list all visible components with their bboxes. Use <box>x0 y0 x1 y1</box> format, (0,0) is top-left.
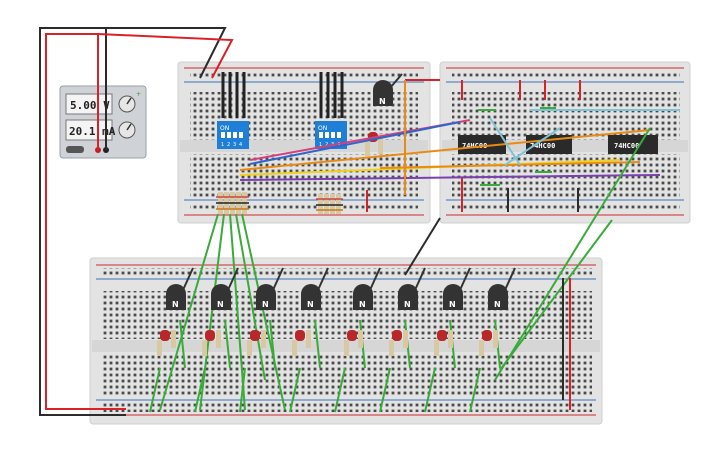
voltage-display: 5.00 V <box>70 99 110 112</box>
power-supply[interactable]: 5.00 V 20.1 mA + <box>59 85 147 159</box>
transistor-label: N <box>379 97 386 106</box>
current-display: 20.1 mA <box>69 125 116 138</box>
dip-on-label: ON <box>220 125 229 132</box>
transistor[interactable]: N <box>256 267 284 310</box>
led[interactable] <box>389 330 408 356</box>
dip-num: 1 <box>221 142 224 148</box>
ic-chip-3[interactable]: 74HC00 <box>608 135 658 154</box>
breadboard-top-left[interactable] <box>177 61 431 224</box>
transistor-label: N <box>307 300 314 309</box>
power-switch[interactable] <box>66 146 84 153</box>
dip-on-label: ON <box>318 125 327 132</box>
ic-label: 74HC00 <box>614 142 639 150</box>
header-pins-left <box>221 72 246 118</box>
led[interactable] <box>247 330 266 356</box>
transistor[interactable]: N <box>443 267 471 310</box>
dip-switch-1[interactable]: ON 1 2 3 4 <box>217 121 249 149</box>
transistor-label: N <box>449 300 456 309</box>
dip-num: 1 <box>319 142 322 148</box>
transistor[interactable]: N <box>353 267 381 310</box>
led-resistor-row[interactable] <box>157 330 498 356</box>
transistor-label: N <box>494 300 501 309</box>
led[interactable] <box>344 330 363 356</box>
ic-chip-1[interactable]: 74HC00 <box>458 135 506 154</box>
power-wires[interactable] <box>39 27 234 416</box>
led[interactable] <box>202 330 221 356</box>
led[interactable] <box>157 330 176 356</box>
transistor[interactable]: N <box>301 267 329 310</box>
ic-label: 74HC00 <box>530 142 555 150</box>
knob-plus-label: + <box>136 91 141 98</box>
transistor-label: N <box>217 300 224 309</box>
transistor[interactable]: N <box>166 267 194 310</box>
transistor-label: N <box>262 300 269 309</box>
transistor[interactable]: N <box>398 267 426 310</box>
dip-num: 4 <box>239 142 242 148</box>
led[interactable] <box>292 330 311 356</box>
dip-num: 2 <box>325 142 328 148</box>
resistor-array-right[interactable] <box>316 194 343 214</box>
header-pins-right <box>319 72 344 118</box>
dip-num: 2 <box>227 142 230 148</box>
led[interactable] <box>434 330 453 356</box>
transistor-row[interactable]: N N N N N N N <box>166 267 516 310</box>
led[interactable] <box>479 330 498 356</box>
transistor[interactable]: N <box>488 267 516 310</box>
transistor[interactable]: N <box>211 267 239 310</box>
green-wires[interactable] <box>149 127 651 413</box>
transistor-label: N <box>172 300 179 309</box>
signal-wires[interactable] <box>239 79 680 276</box>
ic-chip-2[interactable]: 74HC00 <box>526 135 572 154</box>
transistor-label: N <box>359 300 366 309</box>
dip-num: 4 <box>337 142 340 148</box>
resistor-array-left[interactable] <box>216 192 249 214</box>
ic-label: 74HC00 <box>462 142 487 150</box>
transistor-label: N <box>404 300 411 309</box>
transistor-top[interactable]: N <box>373 73 403 106</box>
dip-num: 3 <box>233 142 236 148</box>
